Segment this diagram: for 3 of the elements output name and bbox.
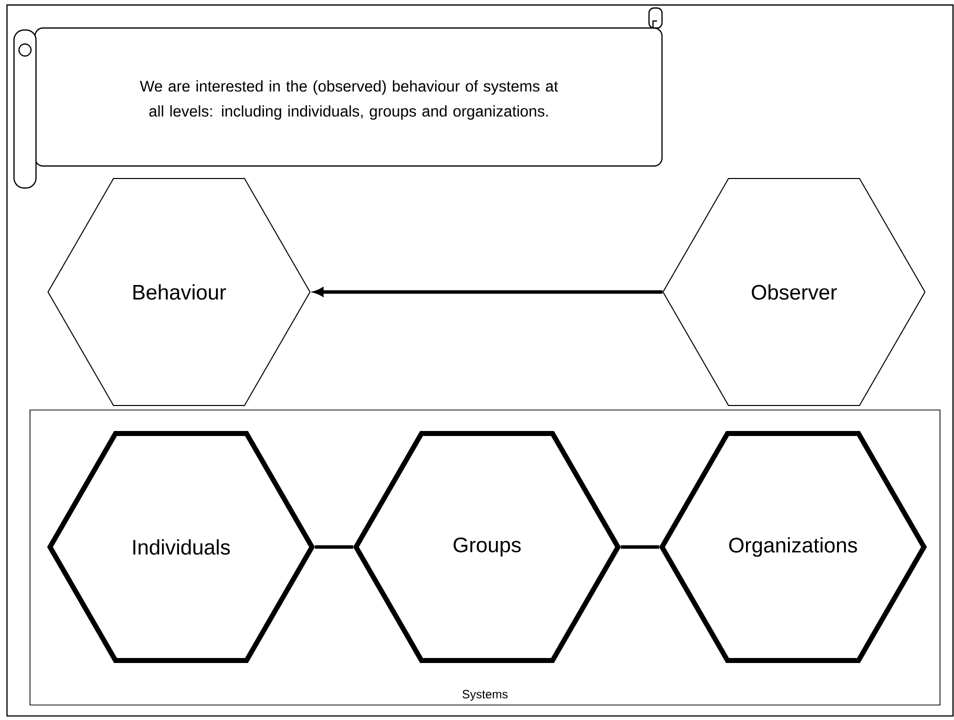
scroll-banner: We are interested in the (observed) behaviour of systems at all levels: including individuals, groups and organizations. xyxy=(13,7,663,189)
connector-line xyxy=(314,545,354,549)
connector-line xyxy=(620,545,660,549)
